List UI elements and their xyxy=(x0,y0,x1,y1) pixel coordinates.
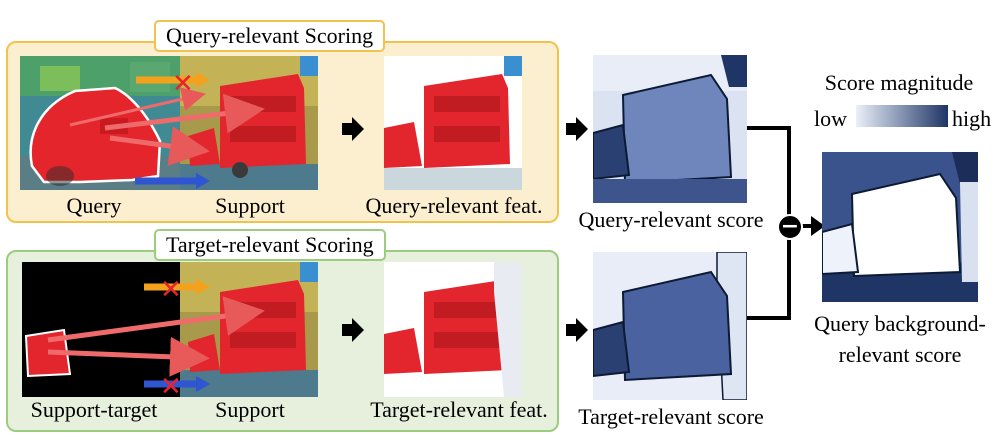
process-arrow-icon xyxy=(566,117,588,141)
result-label-line2: relevant score xyxy=(838,342,962,367)
query-relevant-score-map xyxy=(593,55,747,203)
process-arrow-icon xyxy=(566,318,588,342)
process-arrow-icon xyxy=(342,318,364,342)
query-relevant-score-label: Query-relevant score xyxy=(578,207,764,232)
target-relevant-score-map xyxy=(593,252,747,400)
target-relevant-score-label: Target-relevant score xyxy=(578,404,764,429)
minus-operator-icon: − xyxy=(777,214,803,240)
reject-mark-icon: ✕ xyxy=(172,69,194,99)
query-label: Query xyxy=(66,193,122,218)
query-relevant-feat-label: Query-relevant feat. xyxy=(365,193,543,218)
target-arrows: ✕ ✕ xyxy=(47,275,265,402)
target-relevant-feat-label: Target-relevant feat. xyxy=(370,397,548,422)
support-label-bottom: Support xyxy=(215,397,285,422)
reject-mark-icon: ✕ xyxy=(160,275,182,305)
legend-gradient-bar xyxy=(856,105,948,127)
legend-high-label: high xyxy=(952,106,992,131)
query-relevant-feature-image xyxy=(384,56,522,190)
support-target-label: Support-target xyxy=(30,397,158,422)
minus-symbol: − xyxy=(780,214,800,239)
result-label-line1: Query background- xyxy=(814,311,986,336)
reject-mark-icon: ✕ xyxy=(160,372,182,402)
query-relevant-title: Query-relevant Scoring xyxy=(154,20,386,52)
target-relevant-feature-image xyxy=(384,262,522,397)
support-label-top: Support xyxy=(215,193,285,218)
legend-low-label: low xyxy=(814,106,847,131)
query-arrows: ✕ xyxy=(69,69,265,189)
process-arrow-icon xyxy=(342,117,364,141)
query-background-relevant-score-map xyxy=(822,152,978,302)
target-relevant-title: Target-relevant Scoring xyxy=(154,229,386,261)
legend-title: Score magnitude xyxy=(824,70,974,95)
